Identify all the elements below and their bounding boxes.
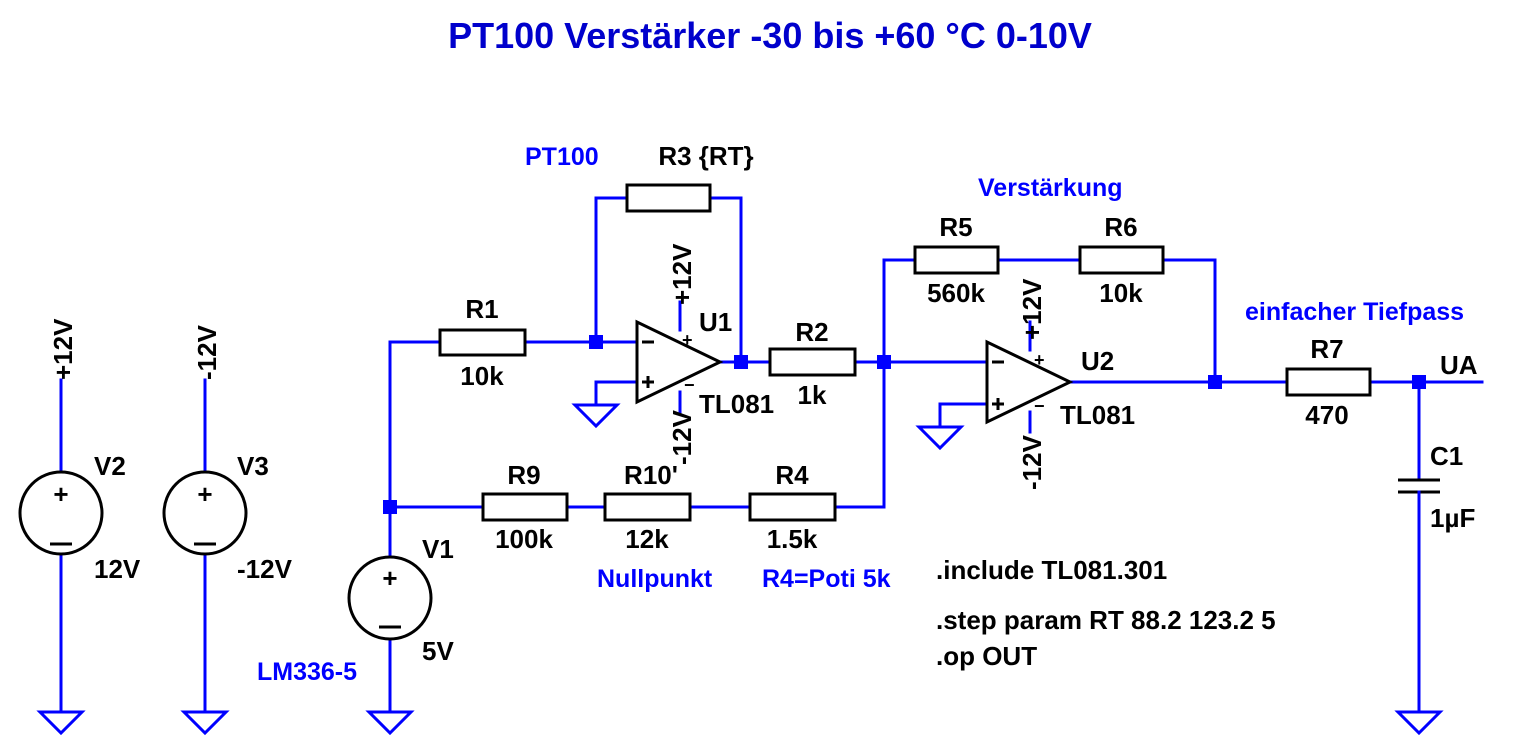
junction-u2-out (1208, 375, 1222, 389)
ground-v3 (180, 710, 230, 736)
r9-name: R9 (507, 460, 540, 490)
u1-name: U1 (699, 307, 732, 337)
r5-name: R5 (939, 212, 972, 242)
u2-model: TL081 (1060, 400, 1135, 430)
plus-sign: + (197, 479, 212, 509)
r10-name: R10' (624, 460, 678, 490)
ground-v1 (365, 710, 415, 736)
net-labels: +12V -12V +12V -12V +12V -12V UA (48, 243, 1478, 490)
u2-pin-plus-top: + (1034, 350, 1045, 370)
u2-pin-minus-bottom: − (1034, 396, 1045, 416)
resistor-r7 (1285, 367, 1372, 397)
ground-u1 (571, 403, 621, 429)
voltage-source-v3: + (162, 470, 248, 556)
c1-value: 1µF (1430, 503, 1475, 533)
wires (59, 196, 1484, 712)
resistor-r3 (625, 183, 712, 213)
r6-value: 10k (1099, 278, 1143, 308)
r3-name: R3 {RT} (658, 141, 753, 171)
r4-name: R4 (775, 460, 809, 490)
v3-value: -12V (237, 554, 293, 584)
junction-ua (1412, 375, 1426, 389)
r5-value: 560k (927, 278, 985, 308)
opamp-u1: + − (635, 319, 724, 405)
junction-sum (877, 355, 891, 369)
junctions (383, 335, 1426, 514)
r4-value: 1.5k (767, 524, 818, 554)
resistor-r4 (748, 492, 837, 522)
r9-value: 100k (495, 524, 553, 554)
comment-poti: R4=Poti 5k (762, 565, 891, 593)
opamp-u2: + − (985, 339, 1074, 425)
r1-name: R1 (465, 294, 498, 324)
u2-name: U2 (1081, 346, 1114, 376)
comment-verstaerkung: Verstärkung (978, 174, 1123, 202)
junction-ref (383, 500, 397, 514)
r7-name: R7 (1310, 334, 1343, 364)
v2-name: V2 (94, 451, 126, 481)
r6-name: R6 (1104, 212, 1137, 242)
u1-pin-minus-bottom: − (684, 375, 695, 395)
voltage-source-v1: + (347, 555, 433, 641)
comment-pt100: PT100 (525, 143, 599, 171)
r1-value: 10k (460, 361, 504, 391)
junction-u1-out (734, 355, 748, 369)
plus-sign: + (53, 479, 68, 509)
net-label-ua: UA (1440, 350, 1478, 380)
r10-value: 12k (625, 524, 669, 554)
resistor-r5 (913, 245, 1000, 275)
comments: PT100 Verstärkung einfacher Tiefpass Nul… (257, 143, 1464, 686)
net-label-u1-neg12: -12V (667, 409, 697, 465)
v2-value: 12V (94, 554, 141, 584)
plus-sign: + (382, 563, 397, 593)
v1-name: V1 (422, 534, 454, 564)
ground-symbols (36, 403, 1444, 736)
r2-name: R2 (795, 317, 828, 347)
comment-tiefpass: einfacher Tiefpass (1245, 298, 1464, 326)
spice-directives: .include TL081.301 .step param RT 88.2 1… (936, 555, 1276, 671)
v1-value: 5V (422, 636, 454, 666)
schematic-title: PT100 Verstärker -30 bis +60 °C 0-10V (448, 15, 1092, 56)
v3-name: V3 (237, 451, 269, 481)
resistor-r6 (1078, 245, 1165, 275)
net-label-u1-pos12: +12V (667, 243, 697, 305)
net-label-u2-pos12: +12V (1017, 278, 1047, 340)
ground-v2 (36, 710, 86, 736)
comment-nullpunkt: Nullpunkt (597, 565, 713, 593)
resistor-r1 (438, 328, 527, 357)
junction-u1-inv (589, 335, 603, 349)
r7-value: 470 (1305, 400, 1348, 430)
resistor-bodies (438, 183, 1372, 522)
resistor-r2 (768, 347, 857, 377)
u1-model: TL081 (699, 389, 774, 419)
capacitor-c1 (1398, 478, 1440, 510)
resistor-r10 (603, 492, 692, 522)
ground-c1 (1394, 710, 1444, 736)
net-label-u2-neg12: -12V (1017, 434, 1047, 490)
net-label-v3-neg12: -12V (192, 324, 222, 380)
net-label-v2-pos12: +12V (48, 318, 78, 380)
directive-step: .step param RT 88.2 123.2 5 (936, 605, 1276, 635)
component-labels: R1 10k R2 1k R3 {RT} R4 1.5k R5 560k R6 … (94, 141, 1475, 666)
u1-pin-plus-top: + (682, 330, 693, 350)
voltage-source-v2: + (18, 470, 104, 556)
ground-u2 (915, 425, 965, 451)
r2-value: 1k (798, 380, 827, 410)
resistor-r9 (481, 492, 569, 522)
c1-name: C1 (1430, 441, 1463, 471)
directive-include: .include TL081.301 (936, 555, 1167, 585)
comment-lm336: LM336-5 (257, 658, 357, 686)
directive-op: .op OUT (936, 641, 1037, 671)
